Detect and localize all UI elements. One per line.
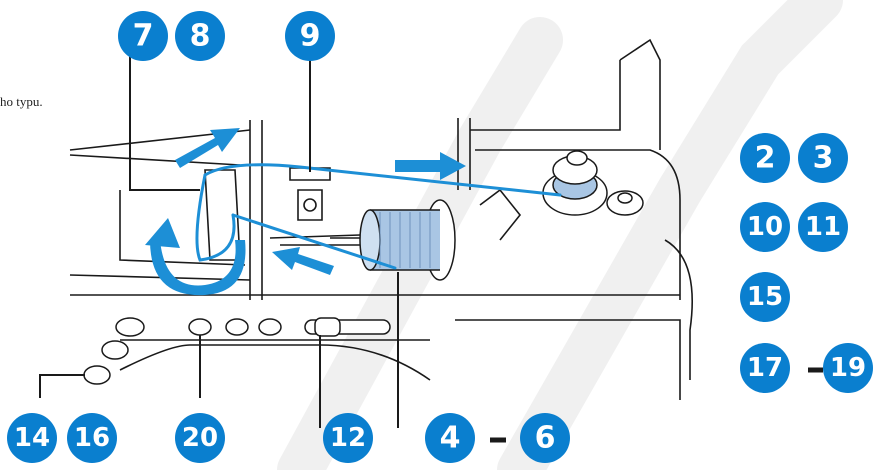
badge-8: 8 — [175, 11, 225, 61]
svg-text:11: 11 — [805, 212, 841, 242]
svg-text:12: 12 — [330, 423, 366, 453]
badge-12: 12 — [323, 413, 373, 463]
svg-text:20: 20 — [182, 423, 218, 453]
svg-text:15: 15 — [747, 282, 783, 312]
svg-text:9: 9 — [300, 19, 321, 54]
svg-text:10: 10 — [747, 212, 783, 242]
badge-11: 11 — [798, 202, 848, 252]
svg-text:14: 14 — [14, 423, 50, 453]
svg-text:17: 17 — [747, 353, 783, 383]
badge-19: 19 — [823, 343, 873, 393]
badge-17: 17 — [740, 343, 790, 393]
badge-2: 2 — [740, 133, 790, 183]
badge-4: 4 — [425, 413, 475, 463]
arrow-right-icon — [395, 152, 466, 180]
speed-slider-knob — [314, 317, 341, 337]
svg-text:2: 2 — [755, 141, 776, 176]
badge-14: 14 — [7, 413, 57, 463]
badge-15: 15 — [740, 272, 790, 322]
thread-arrows — [145, 128, 466, 296]
svg-text:8: 8 — [190, 19, 211, 54]
badge-16: 16 — [67, 413, 117, 463]
svg-text:6: 6 — [535, 421, 556, 456]
badge-3: 3 — [798, 133, 848, 183]
cropped-caption-text: ho typu. — [0, 94, 43, 109]
svg-text:3: 3 — [813, 141, 834, 176]
panel-button — [258, 318, 282, 336]
number-badges: 7 8 9 2 3 10 11 15 17 19 14 16 20 12 4 6 — [7, 11, 873, 463]
panel-button — [115, 317, 145, 337]
badge-9: 9 — [285, 11, 335, 61]
thread-path — [195, 163, 562, 270]
badge-10: 10 — [740, 202, 790, 252]
leader-lines — [39, 55, 823, 443]
badge-7: 7 — [118, 11, 168, 61]
arrow-left-icon — [272, 247, 334, 275]
svg-text:4: 4 — [440, 421, 461, 456]
panel-button — [101, 340, 129, 360]
panel-button — [225, 318, 249, 336]
svg-text:7: 7 — [133, 19, 154, 54]
thread-spool — [330, 199, 456, 281]
arrow-up-right-icon — [175, 128, 240, 168]
panel-button — [188, 318, 212, 336]
badge-6: 6 — [520, 413, 570, 463]
panel-button — [83, 365, 111, 385]
svg-text:19: 19 — [830, 353, 866, 383]
svg-text:16: 16 — [74, 423, 110, 453]
bobbin-winder — [542, 150, 644, 216]
badge-20: 20 — [175, 413, 225, 463]
u-turn-arrow-icon — [150, 240, 246, 296]
